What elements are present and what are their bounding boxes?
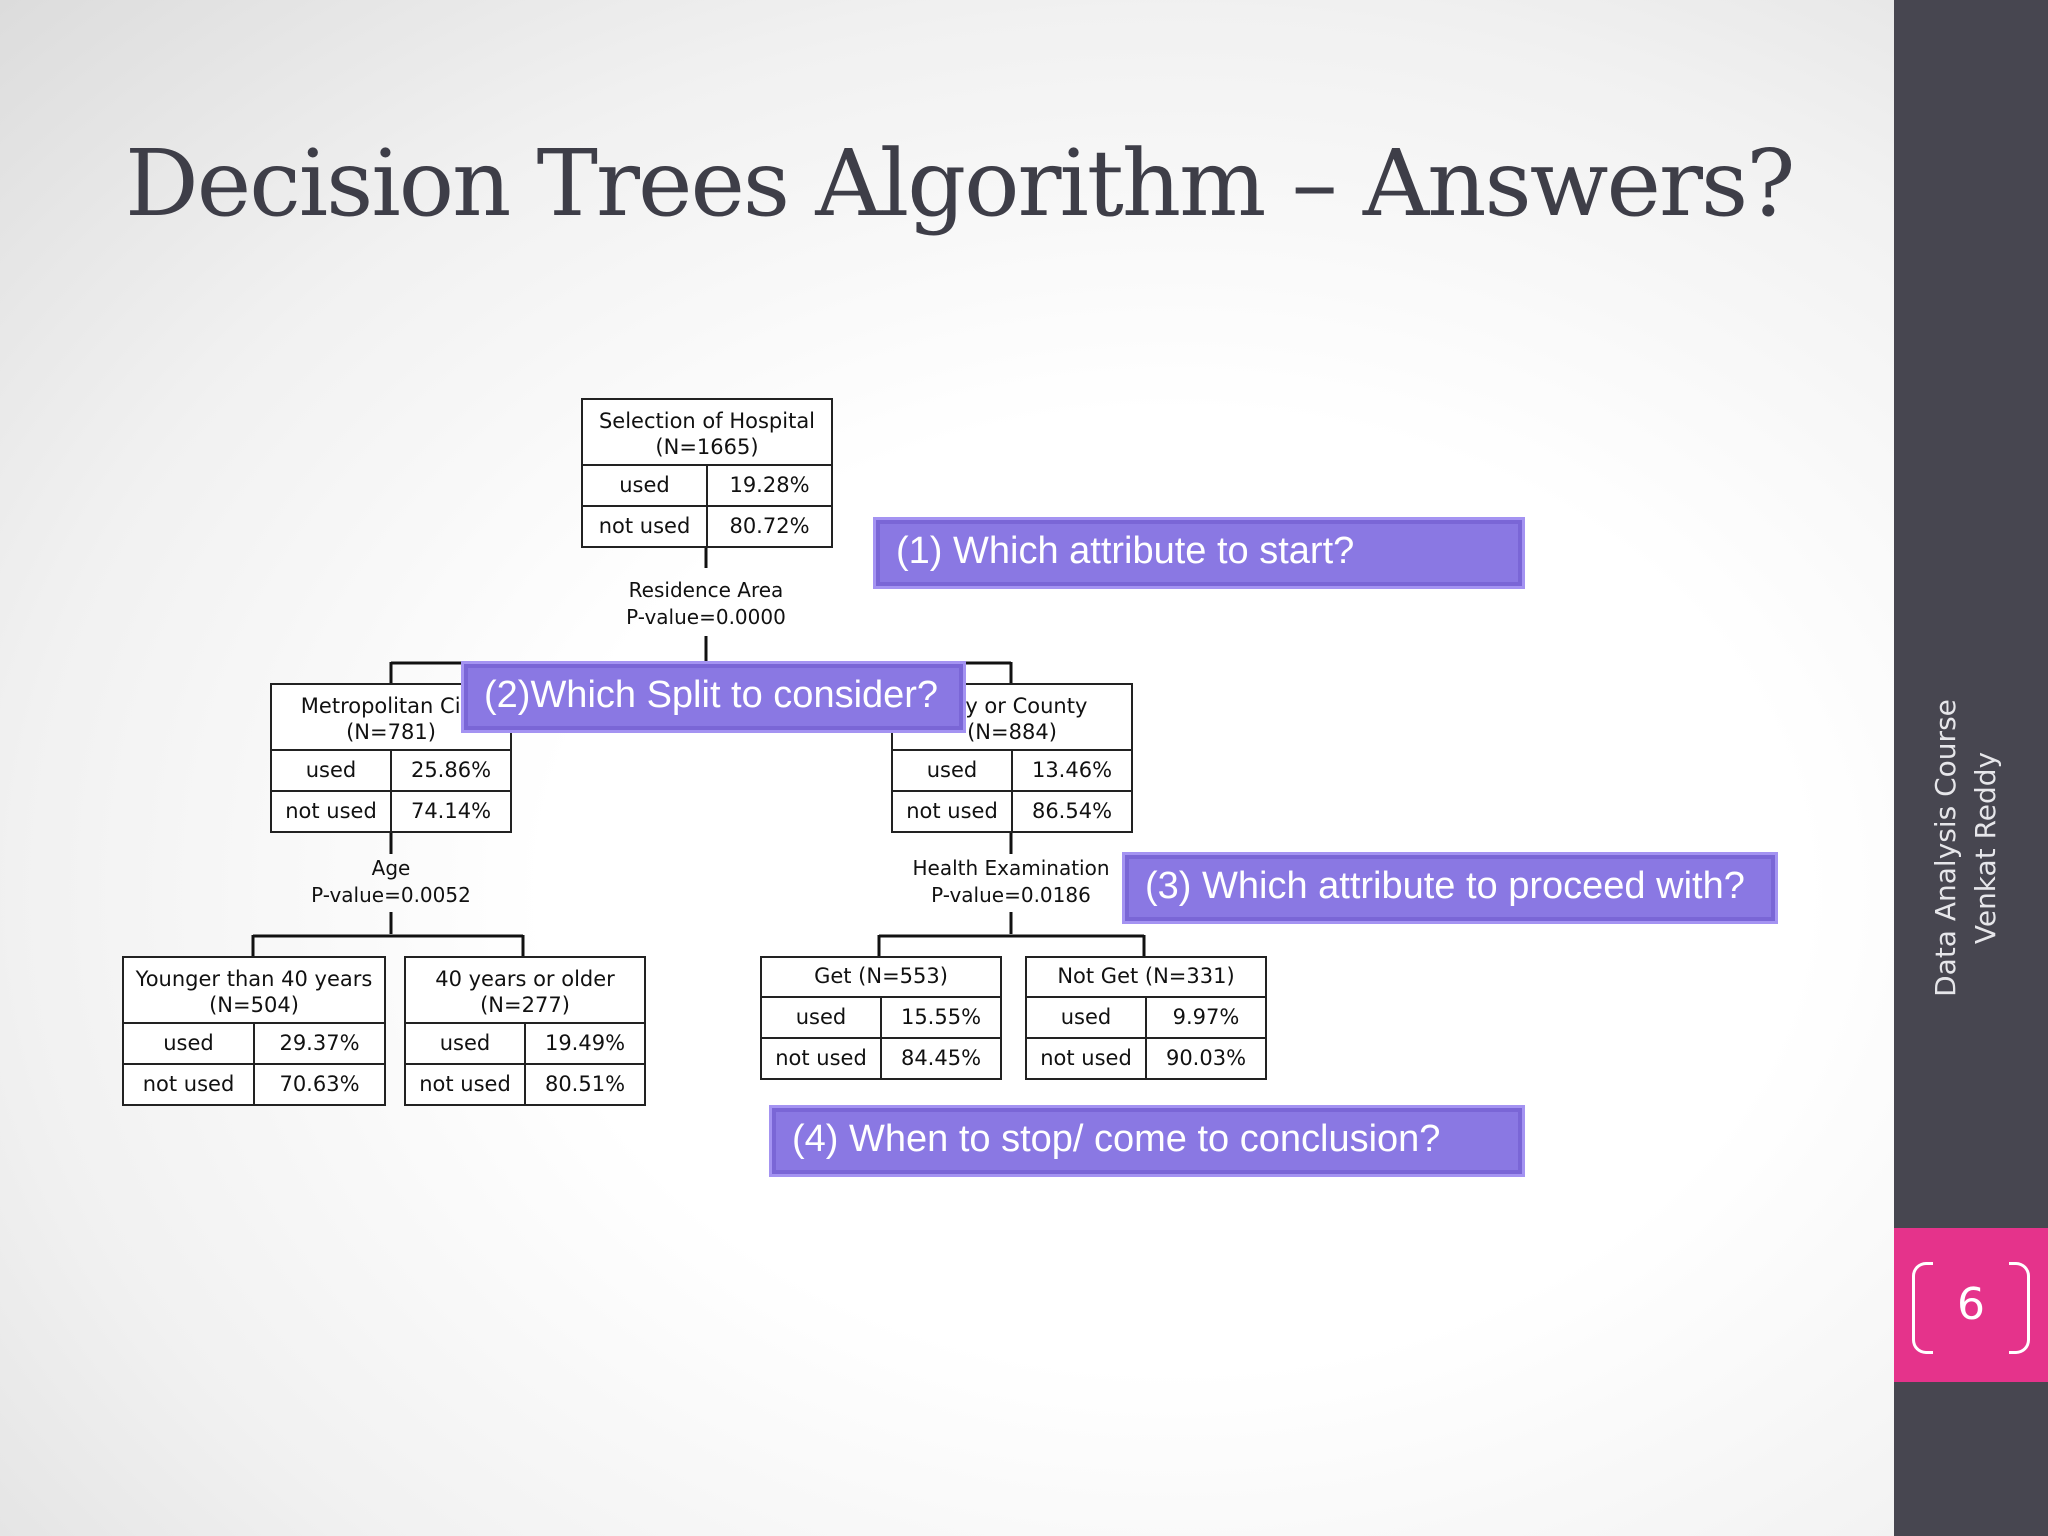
split-pvalue: P-value=0.0052 — [311, 883, 471, 907]
row-label: not used — [124, 1065, 255, 1104]
row-value: 80.72% — [729, 514, 810, 538]
node-title: 40 years or older — [435, 967, 615, 991]
row-value: 13.46% — [1031, 758, 1113, 782]
tree-node-younger: Younger than 40 years (N=504) used 29.37%… — [122, 956, 386, 1106]
tree-node-not-get: Not Get (N=331) used 9.97% not used 90.03% — [1025, 956, 1267, 1080]
node-title: Get (N=553) — [814, 964, 948, 988]
callout-question-1: (1) Which attribute to start? — [873, 517, 1525, 589]
right-bracket-icon — [2009, 1262, 2030, 1354]
tree-node-root: Selection of Hospital (N=1665) used 19.28… — [581, 398, 833, 548]
row-label: not used — [1027, 1039, 1147, 1078]
row-value: 25.86% — [410, 758, 492, 782]
row-value: 15.55% — [900, 1005, 982, 1029]
node-count: (N=277) — [480, 993, 570, 1017]
page-number: 6 — [1957, 1279, 1985, 1330]
sidebar-caption: Data Analysis Course Venkat Reddy — [1926, 618, 2016, 1078]
node-count: (N=504) — [209, 993, 299, 1017]
node-title: Selection of Hospital — [598, 409, 816, 433]
row-label: used — [762, 998, 882, 1037]
left-bracket-icon — [1912, 1262, 1933, 1354]
node-title: Not Get (N=331) — [1057, 964, 1235, 988]
row-label: used — [893, 751, 1013, 790]
sidebar-author: Venkat Reddy — [1969, 751, 2002, 945]
row-label: used — [583, 466, 708, 505]
row-value: 80.51% — [544, 1072, 626, 1096]
row-label: used — [406, 1024, 526, 1063]
row-label: used — [272, 751, 392, 790]
row-label: not used — [893, 792, 1013, 831]
row-label: not used — [272, 792, 392, 831]
row-value: 19.49% — [544, 1031, 626, 1055]
callout-question-4: (4) When to stop/ come to conclusion? — [769, 1105, 1525, 1177]
split-name: Health Examination — [912, 856, 1110, 880]
split-name: Residence Area — [628, 578, 784, 602]
split-name: Age — [371, 856, 411, 880]
row-value: 84.45% — [900, 1046, 982, 1070]
node-title: Younger than 40 years — [135, 967, 373, 991]
row-value: 19.28% — [729, 473, 810, 497]
tree-node-get: Get (N=553) used 15.55% not used 84.45% — [760, 956, 1002, 1080]
row-label: used — [1027, 998, 1147, 1037]
callout-question-2: (2)Which Split to consider? — [461, 661, 966, 733]
row-value: 74.14% — [410, 799, 492, 823]
split-pvalue: P-value=0.0000 — [626, 605, 786, 629]
row-value: 90.03% — [1165, 1046, 1247, 1070]
row-value: 86.54% — [1031, 799, 1113, 823]
row-label: not used — [583, 507, 708, 546]
split-pvalue: P-value=0.0186 — [931, 883, 1091, 907]
node-title: Metropolitan City — [300, 694, 482, 718]
tree-node-older: 40 years or older (N=277) used 19.49% not… — [404, 956, 646, 1106]
split-label-health: Health Examination P-value=0.0186 — [896, 855, 1126, 909]
row-value: 29.37% — [279, 1031, 360, 1055]
node-count: (N=884) — [967, 720, 1057, 744]
row-value: 9.97% — [1172, 1005, 1240, 1029]
page-number-box: 6 — [1894, 1228, 2048, 1382]
node-count: (N=1665) — [655, 435, 759, 459]
sidebar-course: Data Analysis Course — [1929, 699, 1962, 997]
row-value: 70.63% — [279, 1072, 360, 1096]
split-label-age: Age P-value=0.0052 — [291, 855, 491, 909]
row-label: not used — [406, 1065, 526, 1104]
row-label: used — [124, 1024, 255, 1063]
row-label: not used — [762, 1039, 882, 1078]
node-count: (N=781) — [346, 720, 436, 744]
slide-title: Decision Trees Algorithm – Answers? — [125, 130, 1795, 237]
callout-question-3: (3) Which attribute to proceed with? — [1122, 852, 1778, 924]
split-label-residence: Residence Area P-value=0.0000 — [606, 577, 806, 631]
